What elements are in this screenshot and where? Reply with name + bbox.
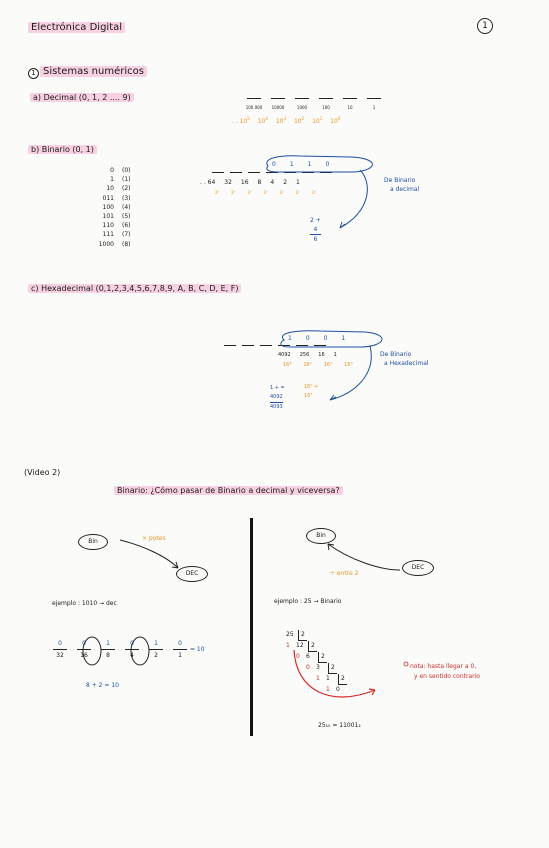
- binario-powers: 2⁶ 2⁵ 2⁴ 2³ 2² 2¹ 2⁰: [215, 190, 317, 195]
- dec-bubble-left: DEC: [176, 566, 208, 582]
- decimal-table: 100 000 10000 1000 100 10 1: [244, 98, 384, 110]
- left-sum: 8 + 2 = 10: [86, 682, 119, 689]
- section-number: 1: [28, 68, 39, 79]
- decimal-powers: . . 105 104 103 102 101 100: [232, 116, 341, 125]
- decimal-place-value: 10: [347, 105, 353, 110]
- hexa-sum-powers: 16⁰ + 16³: [304, 384, 319, 399]
- red-note: nota: hasta llegar a 0, y en sentido con…: [410, 663, 480, 680]
- dec-bubble-right: DEC: [402, 560, 434, 576]
- decimal-place-value: 100: [322, 105, 330, 110]
- bin-bubble-right: Bin: [306, 528, 336, 544]
- hexa-powers: 16³ 16² 16¹ 16⁰: [283, 362, 353, 368]
- section-title: Sistemas numéricos: [40, 66, 147, 77]
- right-result: 25₁₀ = 11001₂: [318, 722, 361, 729]
- method-left: × potes: [142, 535, 166, 542]
- decimal-place-value: 1: [372, 105, 376, 110]
- decimal-place-value: 100 000: [245, 105, 263, 110]
- left-result: = 10: [190, 646, 205, 653]
- video-label: (Video 2): [24, 468, 61, 477]
- binario-bits: 0 1 1 0: [272, 161, 330, 168]
- hexa-place-values: 4092 256 16 1: [278, 352, 337, 358]
- binario-count-table: 0(0) 1(1) 10(2) 011(3) 100(4) 101(5) 110…: [98, 167, 131, 248]
- binario-label: b) Binario (0, 1): [28, 145, 97, 154]
- binario-place-values: . . 64 32 16 8 4 2 1: [200, 179, 300, 186]
- hexa-note: De Binario a Hexadecimal: [380, 351, 429, 367]
- binario-blanks: [212, 172, 332, 173]
- example-right: ejemplo : 25 → Binario: [274, 598, 342, 605]
- decimal-place-value: 1000: [296, 105, 308, 110]
- hexa-sum: 1 + = 4092 4093: [270, 385, 285, 410]
- method-right: ÷ entre 2: [330, 570, 359, 577]
- video-title: Binario: ¿Cómo pasar de Binario a decima…: [114, 486, 343, 495]
- decimal-label: a) Decimal (0, 1, 2 .... 9): [30, 93, 134, 102]
- decimal-place-value: 10000: [271, 105, 285, 110]
- example-left: ejemplo : 1010 → dec: [52, 600, 117, 607]
- hexa-blanks: [224, 345, 326, 346]
- hexadecimal-label: c) Hexadecimal (0,1,2,3,4,5,6,7,8,9, A, …: [28, 284, 242, 293]
- hexa-bits: 1 0 0 1: [288, 335, 346, 342]
- binario-note: De Binario a decimal: [384, 177, 420, 193]
- bin-bubble-left: Bin: [78, 534, 108, 550]
- column-divider: [250, 518, 253, 736]
- page-title: Electrónica Digital: [28, 22, 126, 33]
- binario-sum: 2 + 4 6: [310, 217, 321, 243]
- page-number: 1: [477, 18, 493, 34]
